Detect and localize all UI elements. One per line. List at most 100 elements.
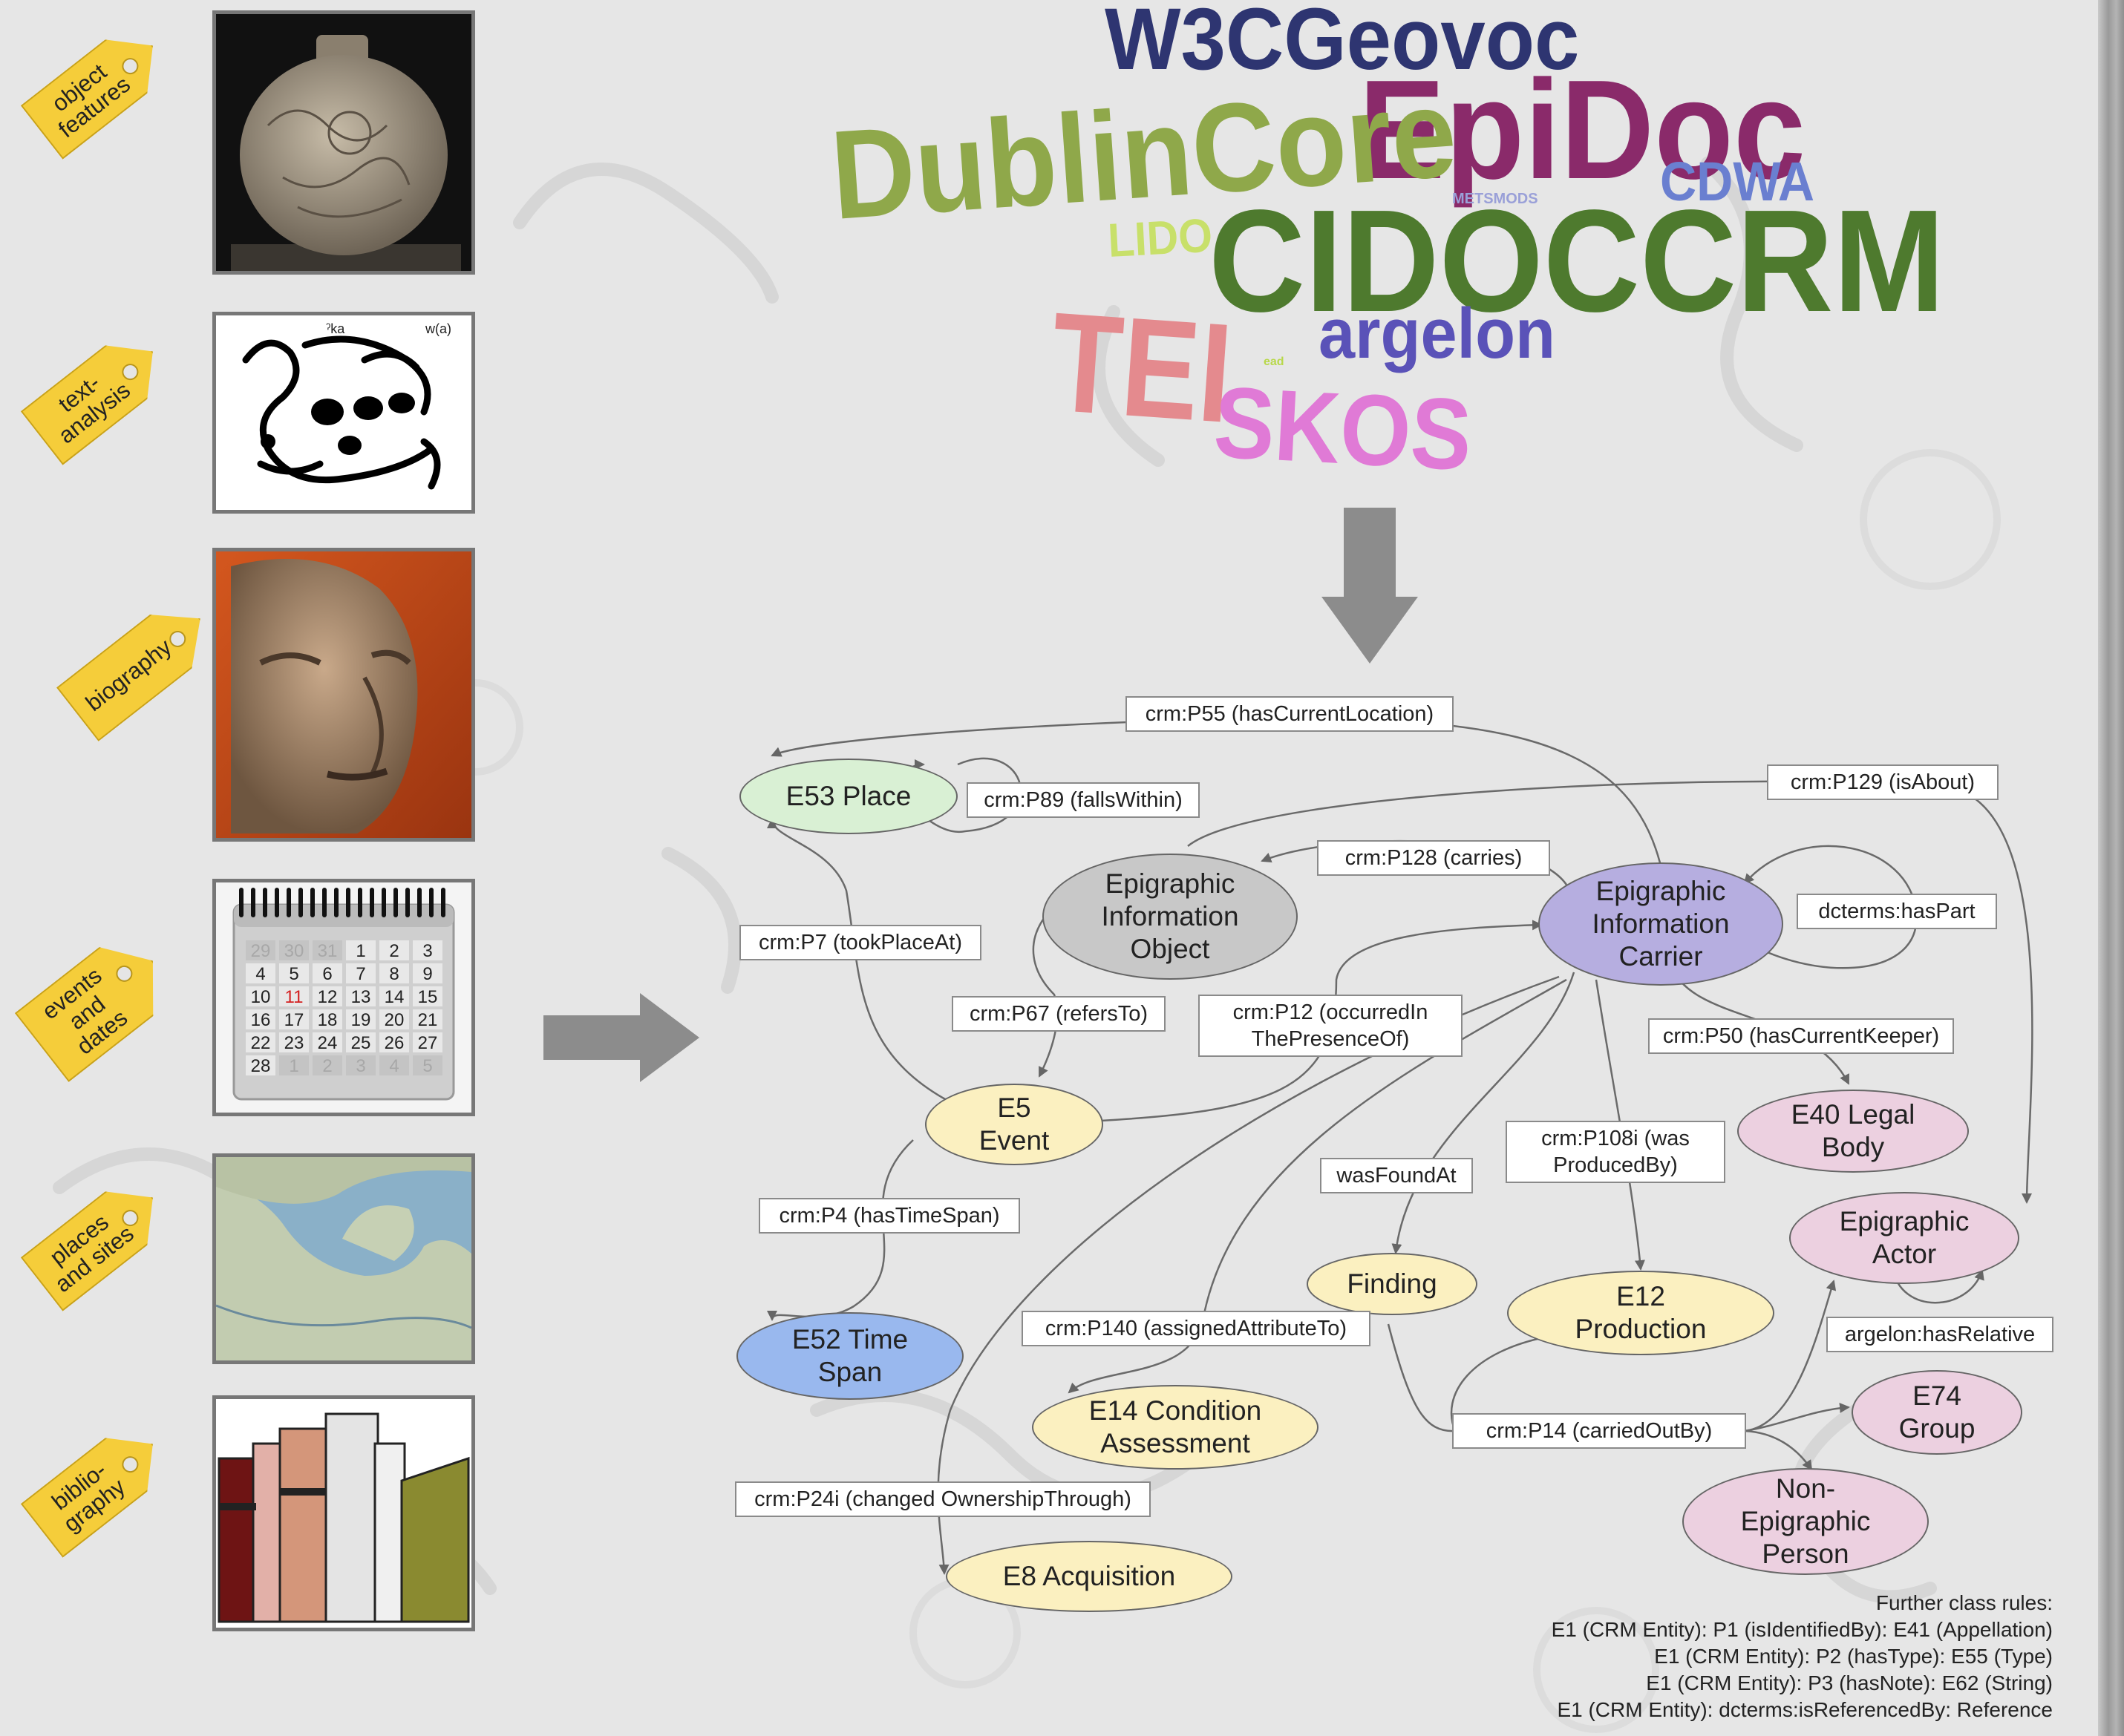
calendar-day: 21 — [418, 1010, 438, 1030]
edge-label-p67: crm:P67 (refersTo) — [952, 996, 1166, 1032]
node-epigraphic-actor: Epigraphic Actor — [1789, 1192, 2019, 1284]
edge-label-p128: crm:P128 (carries) — [1317, 840, 1550, 876]
calendar-day-cell — [413, 986, 442, 1006]
calendar-day: 2 — [322, 1056, 332, 1076]
node-e14-condition-assessment: E14 Condition Assessment — [1032, 1385, 1318, 1470]
object-photo-tile — [212, 10, 475, 275]
node-e12-production: E12 Production — [1507, 1271, 1774, 1355]
mesoamerica-map-image — [216, 1157, 471, 1360]
edge-label-haspart: dcterms:hasPart — [1797, 894, 1997, 929]
word-cloud-term: METSMODS — [1452, 191, 1538, 207]
calendar-day-cell — [413, 940, 442, 960]
edge-label-p12: crm:P12 (occurredIn ThePresenceOf) — [1198, 995, 1463, 1057]
edge-label-wasfoundat: wasFoundAt — [1320, 1158, 1473, 1193]
calendar-day-cell — [279, 1009, 309, 1029]
calendar-day: 2 — [389, 941, 399, 961]
calendar-day-cell — [313, 1009, 342, 1029]
calendar-day-cell — [246, 1055, 275, 1075]
calendar-day-cell — [379, 940, 409, 960]
calendar-day: 15 — [418, 987, 438, 1007]
calendar-day: 9 — [422, 964, 432, 984]
calendar-day: 5 — [289, 964, 298, 984]
calendar-day: 26 — [385, 1033, 405, 1053]
calendar-day-cell — [346, 1009, 376, 1029]
portrait-tile — [212, 548, 475, 842]
mask-head-image — [216, 551, 471, 838]
node-epigraphic-information-object: Epigraphic Information Object — [1042, 854, 1298, 980]
rule-line: E1 (CRM Entity): P3 (hasNote): E62 (Stri… — [1646, 1671, 2053, 1694]
calendar-day: 28 — [251, 1056, 271, 1076]
word-cloud-term: CDWA — [1660, 151, 1815, 212]
calendar-day-cell — [246, 986, 275, 1006]
calendar-day-cell — [379, 963, 409, 983]
rule-line: E1 (CRM Entity): P2 (hasType): E55 (Type… — [1654, 1645, 2053, 1668]
node-e74-group: E74 Group — [1852, 1370, 2022, 1455]
calendar-day-cell — [313, 986, 342, 1006]
calendar-day-cell — [246, 1032, 275, 1052]
calendar-day: 6 — [322, 964, 332, 984]
calendar-day-cell — [246, 940, 275, 960]
calendar-day-cell — [279, 1055, 309, 1075]
calendar-day: 10 — [251, 987, 271, 1007]
edge-label-p7: crm:P7 (tookPlaceAt) — [739, 925, 981, 960]
calendar-day: 7 — [356, 964, 365, 984]
calendar-day: 3 — [422, 941, 432, 961]
books-tile — [212, 1395, 475, 1631]
rules-heading: Further class rules: — [1875, 1591, 2053, 1614]
node-e40-legal-body: E40 Legal Body — [1737, 1090, 1969, 1173]
calendar-day: 24 — [318, 1033, 338, 1053]
edge-label-p108: crm:P108i (was ProducedBy) — [1506, 1121, 1725, 1183]
calendar-day-cell — [246, 1009, 275, 1029]
calendar-day: 11 — [285, 987, 304, 1007]
calendar-day-cell — [246, 963, 275, 983]
calendar-day-cell — [313, 1055, 342, 1075]
edge-label-p14: crm:P14 (carriedOutBy) — [1452, 1413, 1746, 1449]
further-class-rules: Further class rules: E1 (CRM Entity): P1… — [1385, 1590, 2053, 1723]
calendar-day: 13 — [351, 987, 371, 1007]
edge-label-p24i: crm:P24i (changed OwnershipThrough) — [735, 1481, 1151, 1517]
calendar-day: 31 — [318, 941, 338, 961]
calendar-day-cell — [346, 940, 376, 960]
calendar-day: 1 — [356, 941, 365, 961]
calendar-day: 20 — [385, 1010, 405, 1030]
calendar-day-cell — [379, 1032, 409, 1052]
word-cloud-term: EpiDoc — [1359, 51, 1806, 209]
word-cloud-term: argelon — [1318, 294, 1555, 373]
calendar-day-cell — [346, 986, 376, 1006]
calendar-day-cell — [346, 963, 376, 983]
node-e53-place: E53 Place — [739, 759, 958, 834]
calendar-day-cell — [346, 1055, 376, 1075]
glyph-tile: ˀka w(a) — [212, 312, 475, 514]
calendar-day: 25 — [351, 1033, 371, 1053]
edge-label-p129: crm:P129 (isAbout) — [1767, 764, 1999, 800]
calendar-day: 4 — [255, 964, 265, 984]
calendar-day-cell — [279, 986, 309, 1006]
calendar-day: 29 — [251, 941, 271, 961]
calendar-day-cell — [313, 1032, 342, 1052]
arrow-right-icon — [543, 993, 699, 1082]
calendar-day-cell — [313, 940, 342, 960]
word-cloud-term: TEI — [1046, 283, 1237, 453]
calendar-day: 17 — [284, 1010, 304, 1030]
calendar-day-cell — [413, 963, 442, 983]
edge-label-p89: crm:P89 (fallsWithin) — [967, 782, 1200, 818]
calendar-day: 19 — [351, 1010, 371, 1030]
calendar-day: 4 — [389, 1056, 399, 1076]
calendar-day: 12 — [318, 987, 338, 1007]
edge-label-p140: crm:P140 (assignedAttributeTo) — [1022, 1311, 1370, 1346]
calendar-day: 8 — [389, 964, 399, 984]
calendar-day: 18 — [318, 1010, 338, 1030]
calendar-day-cell — [379, 1009, 409, 1029]
arrow-down-icon — [1321, 508, 1418, 664]
calendar-day-cell — [413, 1032, 442, 1052]
calendar-day-cell — [379, 986, 409, 1006]
node-finding: Finding — [1307, 1253, 1477, 1315]
books-image — [216, 1399, 471, 1628]
calendar-day-cell — [279, 963, 309, 983]
glyph-label-right: w(a) — [425, 321, 451, 336]
node-epigraphic-information-carrier: Epigraphic Information Carrier — [1538, 862, 1783, 986]
calendar-day: 16 — [251, 1010, 271, 1030]
node-e8-acquisition: E8 Acquisition — [946, 1541, 1232, 1612]
